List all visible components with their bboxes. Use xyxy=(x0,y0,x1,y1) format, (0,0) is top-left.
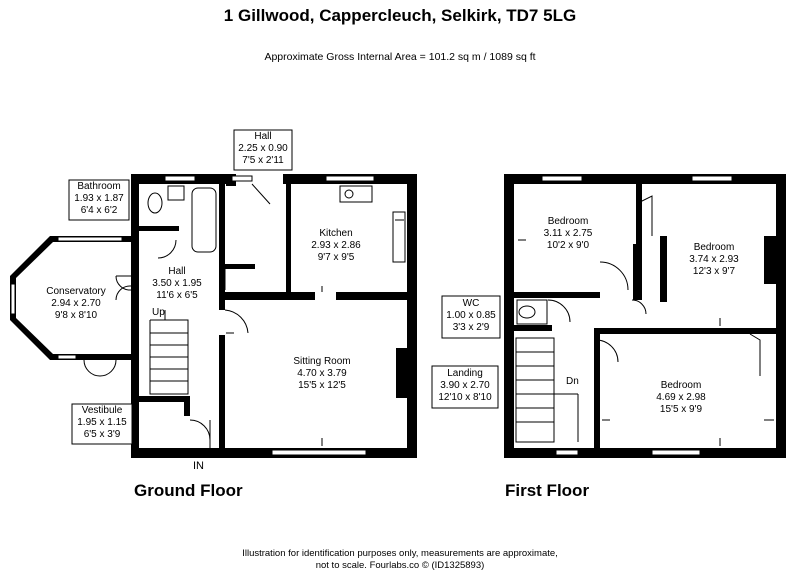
room-label-bedroom-2: Bedroom 3.74 x 2.93 12'3 x 9'7 xyxy=(678,242,750,278)
room-imperial: 10'2 x 9'0 xyxy=(546,240,590,251)
room-imperial: 15'5 x 12'5 xyxy=(298,380,346,391)
room-imperial: 9'7 x 9'5 xyxy=(317,252,355,263)
room-name: Bedroom xyxy=(660,380,702,391)
room-label-vestibule: Vestibule 1.95 x 1.15 6'5 x 3'9 xyxy=(72,405,132,441)
room-label-wc: WC 1.00 x 0.85 3'3 x 2'9 xyxy=(442,298,500,334)
room-name: Kitchen xyxy=(319,228,353,239)
room-metric: 2.93 x 2.86 xyxy=(311,240,361,251)
room-name: Vestibule xyxy=(81,405,123,416)
room-imperial: 9'8 x 8'10 xyxy=(54,310,98,321)
disclaimer: Illustration for identification purposes… xyxy=(0,548,800,572)
room-metric: 3.90 x 2.70 xyxy=(440,380,490,391)
room-metric: 3.50 x 1.95 xyxy=(152,278,202,289)
disclaimer-line-1: Illustration for identification purposes… xyxy=(242,548,558,559)
room-metric: 1.00 x 0.85 xyxy=(446,310,496,321)
room-label-hall-top: Hall 2.25 x 0.90 7'5 x 2'11 xyxy=(234,131,292,167)
room-name: Hall xyxy=(254,131,272,142)
room-metric: 3.74 x 2.93 xyxy=(689,254,739,265)
room-name: Bedroom xyxy=(547,216,589,227)
room-metric: 3.11 x 2.75 xyxy=(543,228,593,239)
room-name: Landing xyxy=(447,368,483,379)
room-metric: 2.94 x 2.70 xyxy=(51,298,101,309)
room-metric: 4.70 x 3.79 xyxy=(297,368,347,379)
room-label-bedroom-3: Bedroom 4.69 x 2.98 15'5 x 9'9 xyxy=(645,380,717,416)
first-floor-plan xyxy=(504,174,786,458)
disclaimer-line-2: not to scale. Fourlabs.co © (ID1325893) xyxy=(315,560,485,571)
room-name: Sitting Room xyxy=(293,356,351,367)
room-imperial: 6'5 x 3'9 xyxy=(83,429,121,440)
room-imperial: 11'6 x 6'5 xyxy=(156,290,198,301)
first-floor-label: First Floor xyxy=(505,481,590,500)
room-name: WC xyxy=(462,298,480,309)
room-imperial: 15'5 x 9'9 xyxy=(659,404,703,415)
entrance-label: IN xyxy=(193,460,204,472)
room-imperial: 12'10 x 8'10 xyxy=(438,392,492,403)
room-metric: 4.69 x 2.98 xyxy=(656,392,706,403)
page-title: 1 Gillwood, Cappercleuch, Selkirk, TD7 5… xyxy=(223,6,577,25)
stairs-down-label: Dn xyxy=(566,376,579,387)
ground-floor-label: Ground Floor xyxy=(134,481,243,500)
gross-internal-area: Approximate Gross Internal Area = 101.2 … xyxy=(264,51,536,63)
room-imperial: 12'3 x 9'7 xyxy=(692,266,736,277)
room-label-sitting-room: Sitting Room 4.70 x 3.79 15'5 x 12'5 xyxy=(280,356,364,392)
room-label-bathroom: Bathroom 1.93 x 1.87 6'4 x 6'2 xyxy=(69,181,129,217)
room-name: Conservatory xyxy=(46,286,106,297)
room-metric: 1.95 x 1.15 xyxy=(77,417,127,428)
room-metric: 2.25 x 0.90 xyxy=(238,143,288,154)
ground-floor-plan xyxy=(10,174,417,458)
room-imperial: 7'5 x 2'11 xyxy=(242,155,284,166)
room-imperial: 6'4 x 6'2 xyxy=(80,205,118,216)
room-label-kitchen: Kitchen 2.93 x 2.86 9'7 x 9'5 xyxy=(300,228,372,264)
room-label-landing: Landing 3.90 x 2.70 12'10 x 8'10 xyxy=(432,368,498,404)
room-imperial: 3'3 x 2'9 xyxy=(452,322,490,333)
room-label-conservatory: Conservatory 2.94 x 2.70 9'8 x 8'10 xyxy=(28,286,124,322)
room-metric: 1.93 x 1.87 xyxy=(74,193,124,204)
room-name: Bedroom xyxy=(693,242,735,253)
stairs-up-label: Up xyxy=(152,307,165,318)
room-label-bedroom-1: Bedroom 3.11 x 2.75 10'2 x 9'0 xyxy=(532,216,604,252)
room-name: Hall xyxy=(168,266,186,277)
room-name: Bathroom xyxy=(77,181,121,192)
room-label-hall: Hall 3.50 x 1.95 11'6 x 6'5 xyxy=(140,266,214,302)
